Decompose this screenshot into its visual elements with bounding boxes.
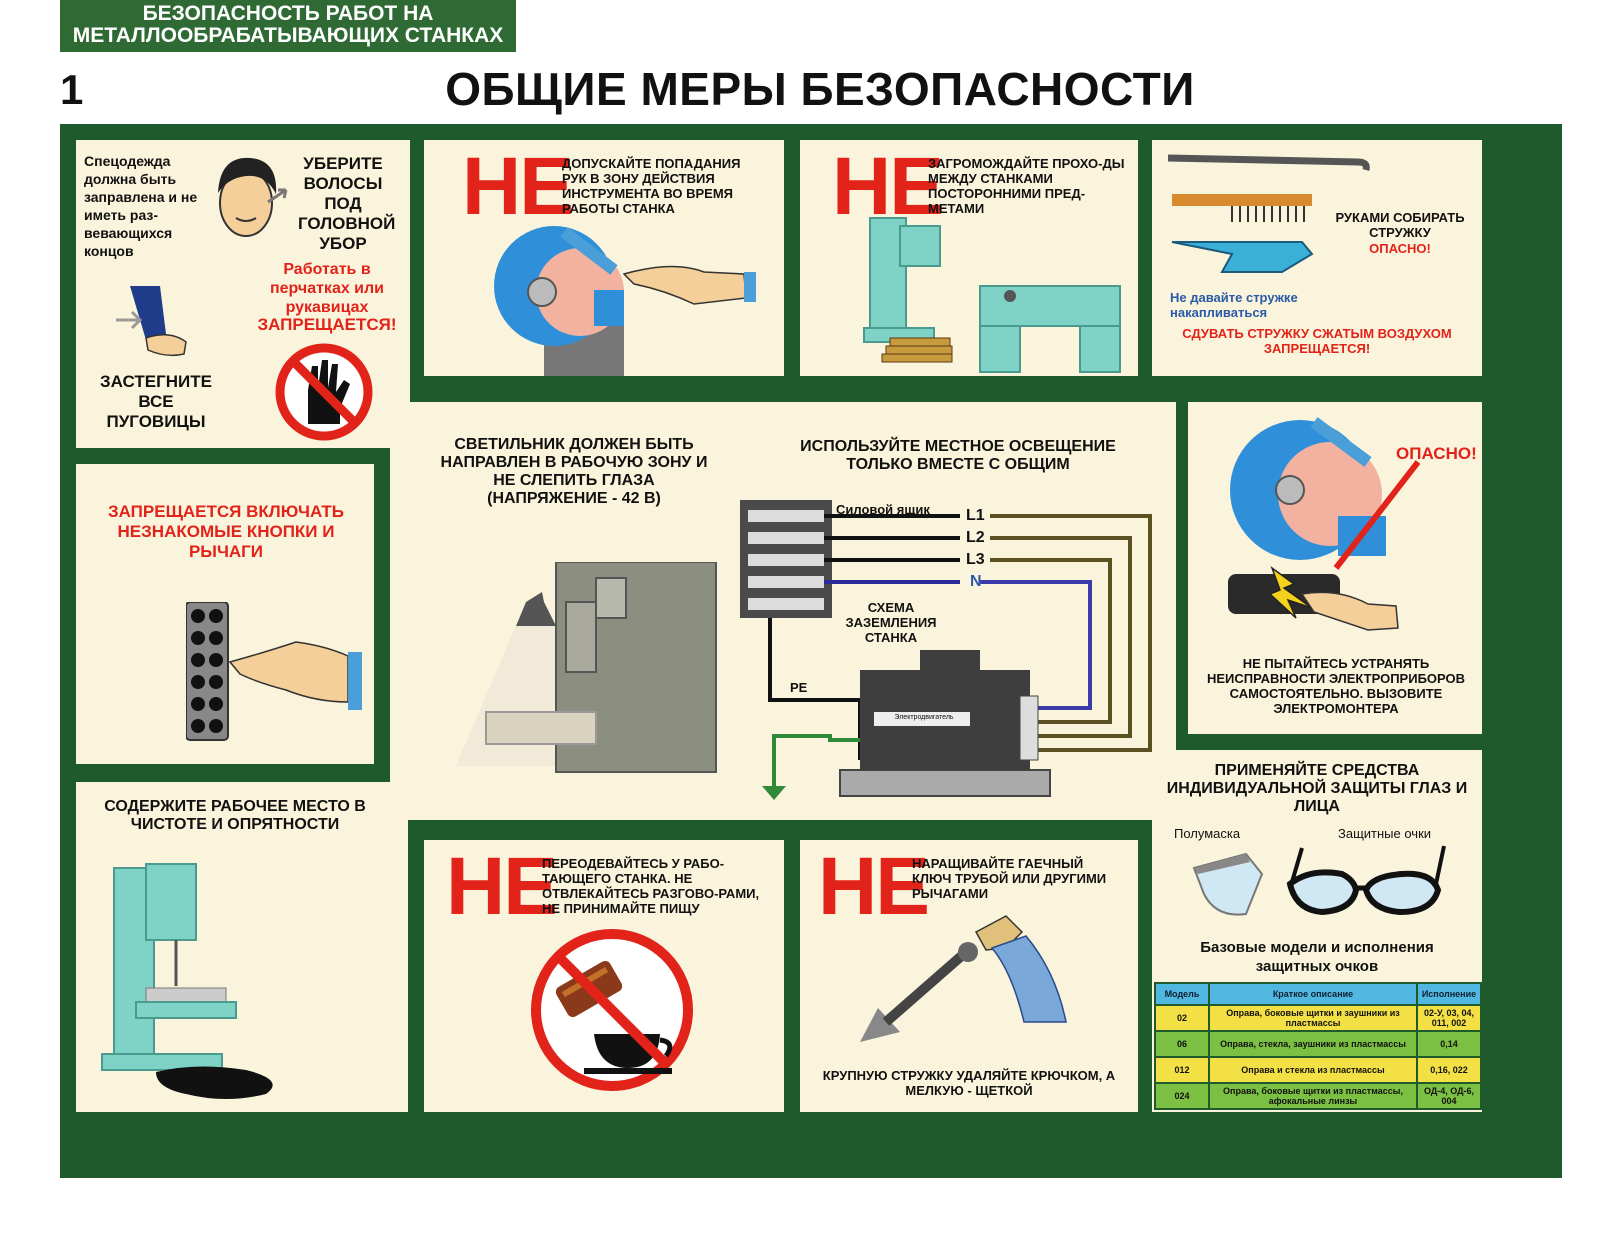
- hands-text: ДОПУСКАЙТЕ ПОПАДАНИЯ РУК В ЗОНУ ДЕЙСТВИЯ…: [562, 156, 741, 216]
- sleeve-button-icon: [116, 286, 187, 357]
- poster-title: ОБЩИЕ МЕРЫ БЕЗОПАСНОСТИ: [445, 63, 1195, 115]
- panel-electric: ОПАСНО! НЕ ПЫТАЙТЕСЬ УСТРАНЯТЬ НЕИСПРАВН…: [1188, 402, 1482, 734]
- table-cell: Оправа, боковые щитки из пластмассы, афо…: [1208, 1082, 1418, 1110]
- no-food-icon: [531, 929, 693, 1091]
- electric-text: НЕ ПЫТАЙТЕСЬ УСТРАНЯТЬ НЕИСПРАВНОСТИ ЭЛЕ…: [1206, 656, 1466, 716]
- table-cell: 06: [1154, 1030, 1210, 1058]
- panel-chips: РУКАМИ СОБИРАТЬ СТРУЖКУ ОПАСНО! Не давай…: [1152, 140, 1482, 376]
- electric-hazard-icon: [1228, 417, 1421, 631]
- table-cell: 0,16, 022: [1416, 1056, 1482, 1084]
- wrench-extension-icon: [860, 915, 1067, 1042]
- goggles-label: Защитные очки: [1338, 826, 1432, 841]
- poster-topic: БЕЗОПАСНОСТЬ РАБОТ НА МЕТАЛЛООБРАБАТЫВАЮ…: [60, 0, 516, 52]
- goggles-icon: [1286, 845, 1446, 916]
- panel-aisles: НЕ ЗАГРОМОЖДАЙТЕ ПРОХО-ДЫ МЕЖДУ СТАНКАМИ…: [800, 140, 1138, 376]
- panel-changing: НЕ ПЕРЕОДЕВАЙТЕСЬ У РАБО-ТАЮЩЕГО СТАНКА.…: [424, 840, 784, 1112]
- electric-danger-text: ОПАСНО!: [1396, 444, 1477, 463]
- workwear-text: Спецодежда должна быть заправлена и не и…: [84, 153, 198, 259]
- table-cell: 02-У, 03, 04, 011, 002: [1416, 1004, 1482, 1032]
- table-cell: Оправа, боковые щитки и заушники из плас…: [1208, 1004, 1418, 1032]
- changing-text: ПЕРЕОДЕВАЙТЕСЬ У РАБО-ТАЮЩЕГО СТАНКА. НЕ…: [542, 856, 760, 916]
- gloves-text: Работать в перчатках или рукавицах: [269, 261, 385, 316]
- table-row: 012 Оправа и стекла из пластмассы 0,16, …: [1154, 1056, 1482, 1084]
- clean-text: СОДЕРЖИТЕ РАБОЧЕЕ МЕСТО В ЧИСТОТЕ И ОПРЯ…: [104, 798, 366, 833]
- table-cell: 02: [1154, 1004, 1210, 1032]
- aisles-text: ЗАГРОМОЖДАЙТЕ ПРОХО-ДЫ МЕЖДУ СТАНКАМИ ПО…: [928, 156, 1125, 216]
- ne-hands-label: НЕ: [462, 141, 574, 232]
- models-title: Базовые модели и исполнения защитных очк…: [1200, 939, 1434, 975]
- local-light-text: ИСПОЛЬЗУЙТЕ МЕСТНОЕ ОСВЕЩЕНИЕ ТОЛЬКО ВМЕ…: [800, 438, 1116, 473]
- table-row: 06 Оправа, стекла, заушники из пластмасс…: [1154, 1030, 1482, 1058]
- ppe-title: ПРИМЕНЯЙТЕ СРЕДСТВА ИНДИВИДУАЛЬНОЙ ЗАЩИТ…: [1166, 762, 1468, 815]
- table-cell: Оправа и стекла из пластмассы: [1208, 1056, 1418, 1084]
- half-mask-label: Полумаска: [1174, 826, 1241, 841]
- table-header-description: Краткое описание: [1208, 982, 1418, 1006]
- panel-ppe: ПРИМЕНЯЙТЕ СРЕДСТВА ИНДИВИДУАЛЬНОЙ ЗАЩИТ…: [1152, 750, 1482, 1112]
- line-l2-label: L2: [966, 529, 985, 546]
- chips-accumulate-text: Не давайте стружке накапливаться: [1170, 290, 1298, 320]
- lamp-text: СВЕТИЛЬНИК ДОЛЖЕН БЫТЬ НАПРАВЛЕН В РАБОЧ…: [440, 436, 708, 507]
- line-l3-label: L3: [966, 551, 985, 568]
- table-cell: 0,14: [1416, 1030, 1482, 1058]
- drill-press-icon: [101, 863, 273, 1099]
- table-row: 024 Оправа, боковые щитки из пластмассы,…: [1154, 1082, 1482, 1110]
- line-n-label: N: [970, 573, 982, 590]
- table-cell: Оправа, стекла, заушники из пластмассы: [1208, 1030, 1418, 1058]
- grounding-scheme-label: СХЕМА ЗАЗЕМЛЕНИЯ СТАНКА: [845, 600, 937, 645]
- panel-lighting: СВЕТИЛЬНИК ДОЛЖЕН БЫТЬ НАПРАВЛЕН В РАБОЧ…: [390, 402, 1176, 820]
- panel-hands: НЕ ДОПУСКАЙТЕ ПОПАДАНИЯ РУК В ЗОНУ ДЕЙСТ…: [424, 140, 784, 376]
- chips-air-text: СДУВАТЬ СТРУЖКУ СЖАТЫМ ВОЗДУХОМ ЗАПРЕЩАЕ…: [1182, 326, 1452, 356]
- button-panel-icon: [186, 602, 362, 741]
- panel-clothing: Спецодежда должна быть заправлена и не и…: [76, 140, 410, 448]
- ne-aisles-label: НЕ: [832, 141, 944, 232]
- panel-clean: СОДЕРЖИТЕ РАБОЧЕЕ МЕСТО В ЧИСТОТЕ И ОПРЯ…: [76, 782, 408, 1112]
- table-header-variant: Исполнение: [1416, 982, 1482, 1006]
- chips-by-hand-text: РУКАМИ СОБИРАТЬ СТРУЖКУ: [1335, 210, 1465, 240]
- chips-danger-text: ОПАСНО!: [1369, 241, 1431, 256]
- gloves-forbidden-text: ЗАПРЕЩАЕТСЯ!: [257, 315, 397, 334]
- worker-face-icon: [218, 157, 288, 237]
- table-header-model: Модель: [1154, 982, 1210, 1006]
- table-cell: ОД-4, ОД-6, 004: [1416, 1082, 1482, 1110]
- grounding-scheme-diagram: [740, 500, 1152, 800]
- cluttered-machines-icon: [863, 217, 1121, 373]
- power-box-label: Силовой ящик: [836, 502, 930, 517]
- hair-text: УБЕРИТЕ ВОЛОСЫ ПОД ГОЛОВНОЙ УБОР: [298, 154, 396, 253]
- panel-controls: ЗАПРЕЩАЕТСЯ ВКЛЮЧАТЬ НЕЗНАКОМЫЕ КНОПКИ И…: [76, 464, 374, 764]
- goggles-models-table: Модель Краткое описание Исполнение 02 Оп…: [1154, 982, 1482, 1110]
- line-l1-label: L1: [966, 507, 985, 524]
- ne-wrench-label: НЕ: [818, 841, 930, 932]
- chips-removal-text: КРУПНУЮ СТРУЖКУ УДАЛЯЙТЕ КРЮЧКОМ, А МЕЛК…: [822, 1068, 1116, 1098]
- no-gloves-icon: [275, 343, 373, 441]
- buttons-text: ЗАСТЕГНИТЕ ВСЕ ПУГОВИЦЫ: [100, 372, 212, 431]
- wrench-text: НАРАЩИВАЙТЕ ГАЕЧНЫЙ КЛЮЧ ТРУБОЙ ИЛИ ДРУГ…: [912, 856, 1107, 901]
- table-row: 02 Оправа, боковые щитки и заушники из п…: [1154, 1004, 1482, 1032]
- table-cell: 012: [1154, 1056, 1210, 1084]
- ne-changing-label: НЕ: [446, 841, 558, 932]
- poster-number: 1: [60, 66, 84, 113]
- lamp-machine-icon: [456, 562, 717, 773]
- table-cell: 024: [1154, 1082, 1210, 1110]
- pe-label: PE: [790, 680, 808, 695]
- controls-text: ЗАПРЕЩАЕТСЯ ВКЛЮЧАТЬ НЕЗНАКОМЫЕ КНОПКИ И…: [107, 502, 344, 561]
- half-mask-icon: [1192, 852, 1264, 916]
- poster-board: Спецодежда должна быть заправлена и не и…: [60, 124, 1562, 1178]
- chip-tools-icon: [1167, 154, 1370, 273]
- panel-wrench: НЕ НАРАЩИВАЙТЕ ГАЕЧНЫЙ КЛЮЧ ТРУБОЙ ИЛИ Д…: [800, 840, 1138, 1112]
- circular-saw-icon: [494, 226, 756, 376]
- motor-label: Электродвигатель: [894, 714, 954, 721]
